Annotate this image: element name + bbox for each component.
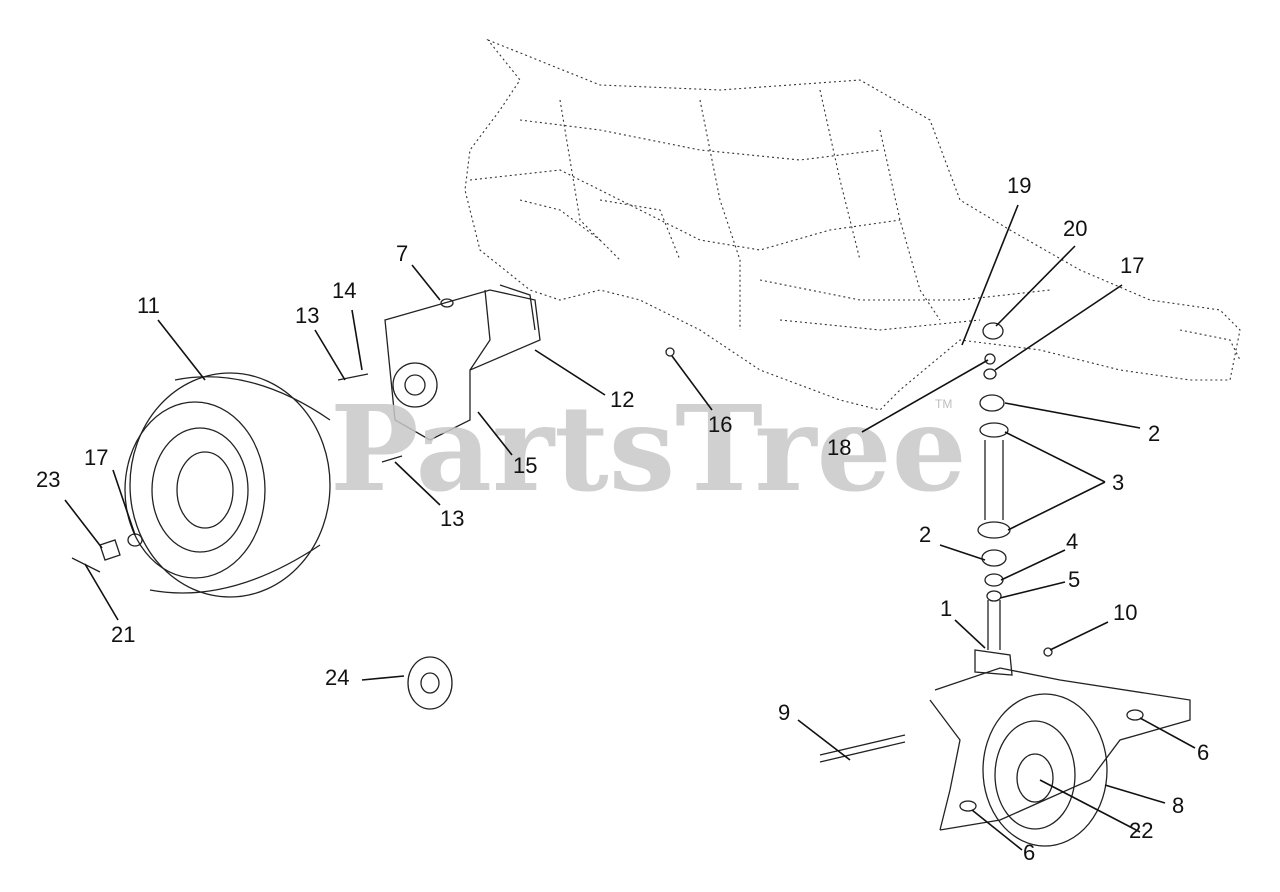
callout-10: 10 — [1113, 600, 1137, 625]
callout-6-lower: 6 — [1023, 840, 1035, 865]
callout-19: 19 — [1007, 173, 1031, 198]
axle-bracket — [384, 284, 541, 441]
callout-8: 8 — [1172, 793, 1184, 818]
callout-4: 4 — [1066, 529, 1078, 554]
callout-16: 16 — [708, 412, 732, 437]
callout-21: 21 — [111, 622, 135, 647]
callout-13-upper: 13 — [295, 303, 319, 328]
callout-labels: 1 2 2 3 4 5 6 6 7 8 9 10 11 12 13 13 14 … — [36, 173, 1209, 865]
caster-spindle — [974, 322, 1013, 676]
callout-15: 15 — [513, 453, 537, 478]
bolts — [337, 298, 675, 463]
callout-18: 18 — [827, 435, 851, 460]
callout-17-left: 17 — [84, 445, 108, 470]
leader-lines — [64, 204, 1196, 851]
watermark: PartsTree — [330, 379, 967, 518]
callout-17-right: 17 — [1120, 253, 1144, 278]
callout-12: 12 — [610, 387, 634, 412]
rear-wheel — [124, 372, 331, 598]
callout-20: 20 — [1063, 216, 1087, 241]
hub-hardware — [71, 533, 143, 573]
callout-11: 11 — [137, 293, 160, 318]
callout-6-right: 6 — [1197, 740, 1209, 765]
watermark-trademark: TM — [935, 397, 952, 411]
caster-fork-wheel — [819, 647, 1191, 847]
callout-22: 22 — [1129, 818, 1153, 843]
callout-14: 14 — [332, 278, 356, 303]
callout-2-lower: 2 — [919, 522, 931, 547]
chassis-frame — [464, 38, 1241, 411]
hub-part-24 — [407, 656, 453, 710]
callout-7: 7 — [396, 241, 408, 266]
callout-3: 3 — [1112, 470, 1124, 495]
callout-9: 9 — [778, 700, 790, 725]
callout-24: 24 — [325, 665, 349, 690]
callout-13-lower: 13 — [440, 506, 464, 531]
callout-1: 1 — [940, 596, 952, 621]
callout-2-upper: 2 — [1148, 421, 1160, 446]
callout-23: 23 — [36, 467, 60, 492]
callout-5: 5 — [1068, 567, 1080, 592]
